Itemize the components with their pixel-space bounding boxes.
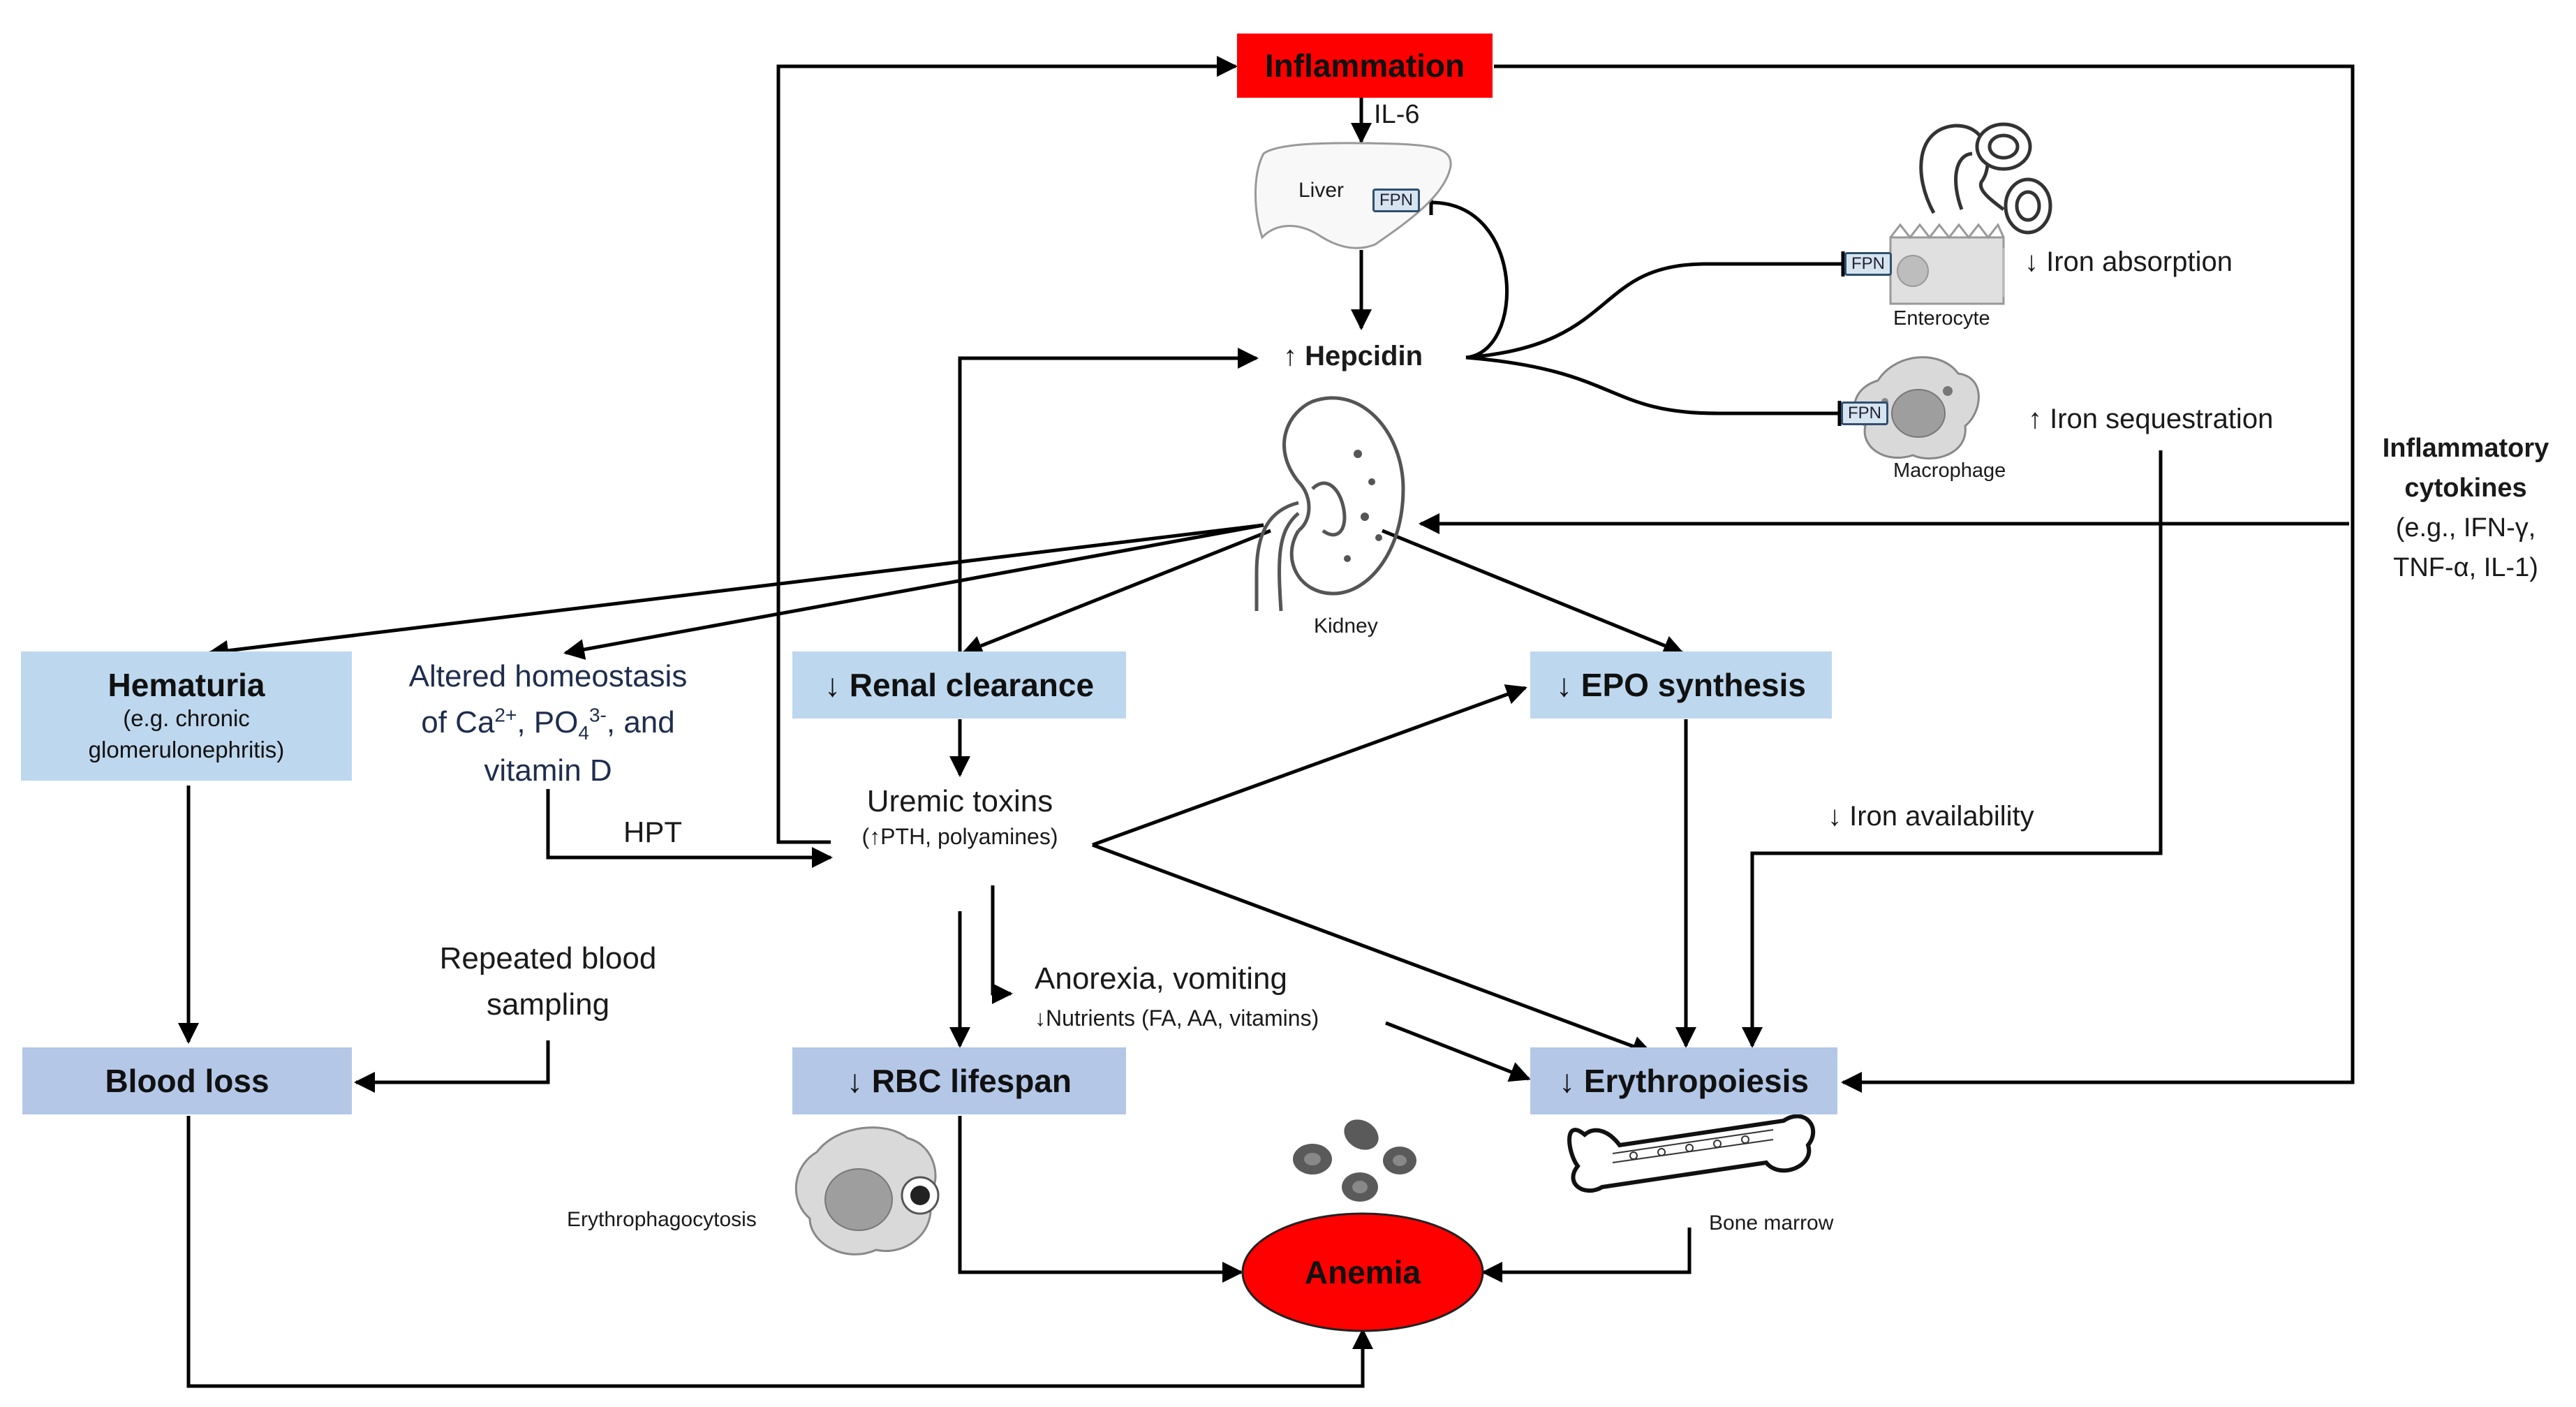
anemia-label-box: Anemia	[1243, 1242, 1483, 1303]
uremic-toxins-title: Uremic toxins	[866, 784, 1053, 818]
epo-synthesis-label: ↓ EPO synthesis	[1556, 666, 1806, 703]
arrow-uremic-to-epo	[1092, 684, 1527, 847]
altered-line2-sup1: 2+	[494, 704, 517, 726]
liver-label: Liver	[1298, 179, 1345, 202]
arrow-altered-hpt-to-uremic	[546, 789, 833, 868]
bone-marrow-label: Bone marrow	[1709, 1211, 1834, 1235]
altered-line1: Altered homeostasis	[408, 659, 688, 693]
kidney-dots-icon	[1344, 450, 1382, 562]
inflammation-box: Inflammation	[1237, 34, 1493, 98]
arrow-renal-to-hepcidin	[958, 348, 1259, 656]
arrow-uremic-to-inflammation	[776, 56, 1238, 844]
enterocyte-fpn-label: FPN	[1851, 254, 1885, 273]
altered-homeostasis-label: Altered homeostasis of Ca2+, PO43-, and …	[380, 654, 716, 794]
arrow-bloodloss-to-anemia	[186, 1116, 1373, 1388]
arrow-uremic-to-erythropoiesis	[1092, 843, 1653, 1056]
erythrophagocytosis-icon	[794, 1126, 940, 1255]
anemia-node	[1241, 1212, 1484, 1332]
anorexia-label: Anorexia, vomiting	[1035, 962, 1287, 996]
repeated-line2: sampling	[486, 987, 610, 1022]
red-blood-cells-icon	[1293, 1119, 1416, 1202]
blood-loss-box: Blood loss	[22, 1047, 352, 1114]
arrow-rbc-to-anemia	[958, 1116, 1243, 1283]
liver-fpn-label: FPN	[1379, 191, 1413, 209]
rbc-lifespan-box: ↓ RBC lifespan	[792, 1047, 1126, 1114]
arrow-iron-seq-to-erythropoiesis	[1742, 450, 2163, 1048]
erythropoiesis-label: ↓ Erythropoiesis	[1559, 1062, 1809, 1099]
uremic-toxins-label: Uremic toxins (↑PTH, polyamines)	[824, 781, 1096, 853]
arrow-kidney-to-hematuria	[207, 523, 1264, 661]
il6-label: IL-6	[1374, 100, 1420, 129]
arrow-kidney-to-altered	[563, 523, 1264, 660]
erythrophagocytosis-label: Erythrophagocytosis	[567, 1208, 757, 1231]
altered-line2: of Ca2+, PO43-, and	[380, 700, 716, 748]
bone-marrow-texture	[1612, 1129, 1774, 1163]
hematuria-sub2: glomerulonephritis)	[88, 736, 285, 763]
repeated-line1: Repeated blood	[439, 941, 657, 975]
arrow-kidney-to-epo	[1382, 529, 1685, 656]
renal-clearance-label: ↓ Renal clearance	[824, 666, 1095, 703]
inflammation-label: Inflammation	[1264, 47, 1465, 84]
rbc-lifespan-label: ↓ RBC lifespan	[846, 1062, 1072, 1099]
enterocyte-fpn-marker: FPN	[1844, 252, 1892, 276]
altered-line2-c: , and	[606, 705, 675, 739]
anemia-label: Anemia	[1304, 1253, 1421, 1290]
arrow-kidney-to-renal	[961, 529, 1271, 656]
altered-line2-sub: 4	[578, 721, 589, 744]
inhibit-hepcidin-enterocyte	[1465, 262, 1843, 360]
macrophage-fpn-label: FPN	[1848, 404, 1881, 422]
liver-icon	[1254, 142, 1452, 249]
hpt-label: HPT	[623, 816, 682, 848]
altered-line2-b: , PO	[517, 705, 579, 739]
enterocyte-label: Enterocyte	[1893, 307, 1990, 330]
liver-fpn-marker: FPN	[1372, 189, 1420, 212]
hematuria-box: Hematuria (e.g. chronic glomerulonephrit…	[21, 651, 352, 781]
hepcidin-label: ↑ Hepcidin	[1283, 341, 1423, 371]
hematuria-sub1: (e.g. chronic	[123, 705, 250, 732]
iron-availability-label: ↓ Iron availability	[1828, 801, 2034, 832]
iron-absorption-label: ↓ Iron absorption	[2024, 246, 2233, 277]
altered-line2-sup2: 3-	[589, 704, 607, 726]
enterocyte-icon	[1889, 223, 2005, 305]
arrow-inflammation-to-erythropoiesis	[1494, 64, 2355, 1093]
arrow-uremic-to-anorexia	[991, 885, 1013, 1004]
arrow-sampling-to-bloodloss	[354, 1040, 550, 1093]
kidney-icon	[1254, 396, 1405, 612]
erythropoiesis-box: ↓ Erythropoiesis	[1530, 1047, 1837, 1114]
kidney-label: Kidney	[1314, 614, 1378, 638]
intestine-icon	[1919, 122, 2052, 235]
renal-clearance-box: ↓ Renal clearance	[792, 651, 1126, 719]
epo-synthesis-box: ↓ EPO synthesis	[1530, 651, 1832, 719]
macrophage-label: Macrophage	[1893, 459, 2006, 482]
hematuria-title: Hematuria	[108, 666, 265, 703]
macrophage-icon	[1853, 356, 1980, 460]
altered-line2-a: of Ca	[421, 705, 495, 739]
inflammatory-cytokines-line2: TNF-α, IL-1)	[2393, 553, 2538, 582]
inhibit-hepcidin-macrophage	[1465, 355, 1840, 415]
inflammatory-cytokines-label: Inflammatory cytokines (e.g., IFN-γ, TNF…	[2361, 429, 2570, 588]
bone-icon	[1567, 1114, 1816, 1193]
nutrients-label: ↓Nutrients (FA, AA, vitamins)	[1035, 1005, 1319, 1031]
altered-line3: vitamin D	[484, 753, 612, 788]
uremic-toxins-sub: (↑PTH, polyamines)	[861, 824, 1058, 850]
inflammatory-cytokines-title: Inflammatory cytokines	[2382, 434, 2549, 503]
inhibit-hepcidin-liver-fpn	[1430, 200, 1509, 360]
arrow-bonemarrow-to-anemia	[1481, 1228, 1692, 1283]
blood-loss-label: Blood loss	[105, 1062, 269, 1099]
iron-sequestration-label: ↑ Iron sequestration	[2028, 404, 2274, 434]
inflammatory-cytokines-line1: (e.g., IFN-γ,	[2395, 513, 2536, 543]
arrow-nutrients-to-erythropoiesis	[1385, 1021, 1531, 1082]
repeated-blood-sampling-label: Repeated blood sampling	[405, 936, 691, 1028]
macrophage-fpn-marker: FPN	[1841, 402, 1888, 425]
